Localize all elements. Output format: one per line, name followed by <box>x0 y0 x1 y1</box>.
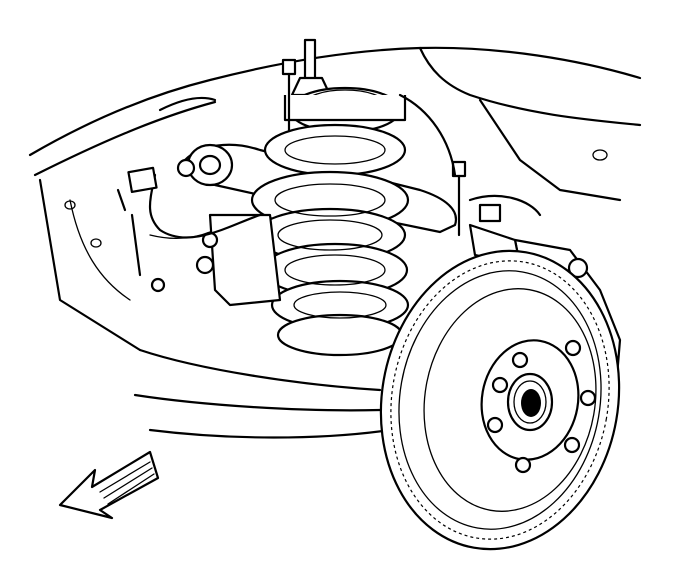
lower-control-arm <box>149 213 282 307</box>
coil-spring <box>250 123 410 357</box>
wheel-studs <box>486 339 597 474</box>
shock-absorber-mount <box>283 38 407 134</box>
wheel-hub <box>480 339 597 474</box>
direction-arrow <box>58 450 160 520</box>
wheel-speed-sensor-harness <box>116 93 542 277</box>
